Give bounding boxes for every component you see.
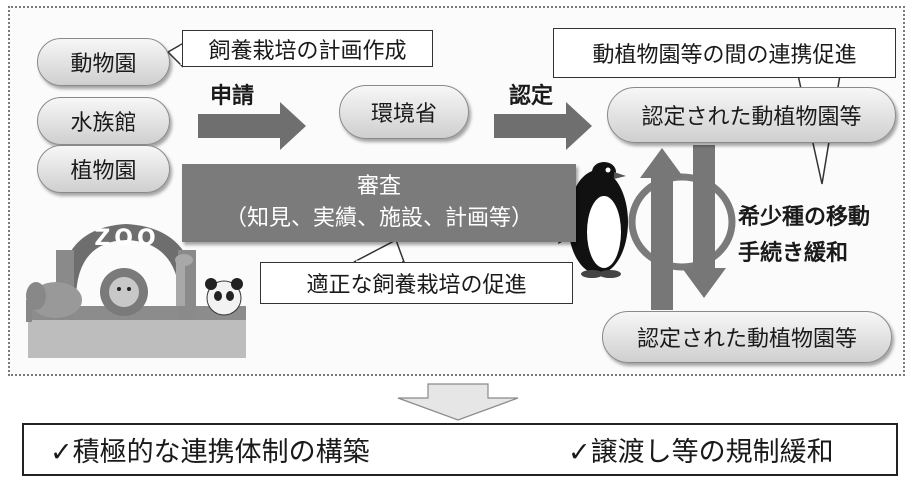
callout-cooperation: 動植物園等の間の連携促進 — [553, 28, 896, 78]
node-aquarium: 水族館 — [37, 97, 170, 145]
zoo-illustration — [26, 224, 246, 358]
apply-arrow — [198, 102, 306, 150]
apply-label: 申請 — [210, 84, 255, 109]
procedure-relaxation-text: 希少種の移動 手続き緩和 — [738, 200, 870, 272]
node-ministry-of-environment: 環境省 — [339, 85, 469, 139]
node-botanical-garden: 植物園 — [37, 145, 170, 193]
proper-breeding-callout-tail — [353, 238, 406, 263]
certify-label: 認定 — [509, 84, 554, 109]
procedure-relaxation-line2: 手続き緩和 — [738, 241, 849, 266]
callout-plan: 飼養栽培の計画作成 — [182, 30, 433, 67]
review-title: 審査 — [356, 174, 401, 199]
zoo-sign: ZOO — [94, 226, 160, 251]
down-arrow — [682, 145, 726, 298]
result-cooperation-system: ✓積極的な連携体制の構築 — [50, 437, 370, 468]
procedure-relaxation-line1: 希少種の移動 — [738, 205, 871, 230]
plan-callout-tail — [166, 42, 183, 68]
node-certified-zoos-bottom: 認定された動植物園等 — [602, 311, 892, 363]
certify-arrow — [494, 102, 592, 150]
result-box — [22, 423, 898, 476]
node-certified-zoos-top: 認定された動植物園等 — [607, 87, 896, 143]
exchange-ring — [628, 173, 736, 271]
node-zoo: 動物園 — [37, 38, 170, 86]
result-down-arrow — [397, 383, 519, 421]
result-deregulation: ✓譲渡し等の規制緩和 — [568, 437, 834, 468]
callout-proper-breeding: 適正な飼養栽培の促進 — [260, 262, 573, 304]
review-criteria: （知見、実績、施設、計画等） — [224, 206, 533, 231]
up-arrow — [640, 148, 684, 310]
review-box: 審査 （知見、実績、施設、計画等） — [182, 164, 576, 242]
